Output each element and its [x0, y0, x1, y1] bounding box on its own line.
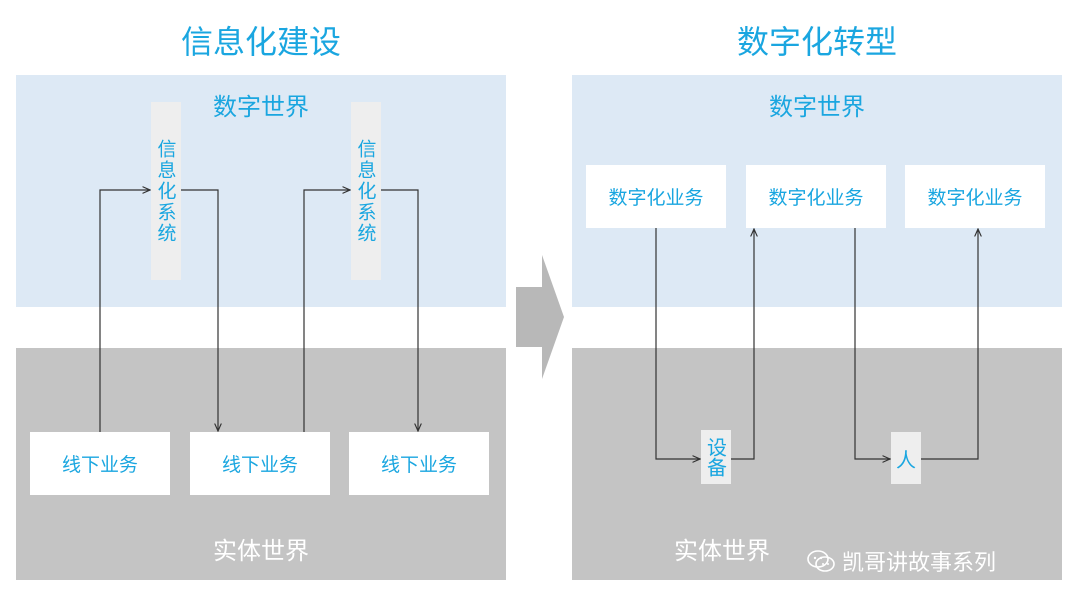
offline-business-1: 线下业务	[30, 432, 170, 495]
digital-business-1: 数字化业务	[586, 165, 726, 228]
left-digital-world-panel	[16, 75, 506, 307]
watermark: 凯哥讲故事系列	[806, 545, 996, 577]
digital-business-2: 数字化业务	[746, 165, 886, 228]
left-physical-world-label: 实体世界	[213, 537, 309, 565]
info-system-1: 信息化系统	[151, 102, 181, 280]
wechat-icon	[807, 550, 835, 572]
flow-device-to-business2	[731, 229, 754, 460]
flow-offline1-to-system1	[99, 190, 150, 432]
right-physical-world-panel	[572, 348, 1062, 580]
offline-business-3: 线下业务	[349, 432, 489, 495]
offline-business-2: 线下业务	[190, 432, 330, 495]
right-title: 数字化转型	[736, 23, 897, 61]
right-digital-world-label: 数字世界	[769, 93, 865, 121]
flow-system2-to-offline3	[381, 189, 418, 431]
flow-business2-to-person	[854, 228, 890, 459]
left-title: 信息化建设	[180, 23, 341, 61]
right-physical-world-label: 实体世界	[674, 537, 770, 565]
flow-business1-to-device	[655, 228, 700, 459]
left-digital-world-label: 数字世界	[213, 93, 309, 121]
flow-offline2-to-system2	[303, 190, 350, 432]
info-system-2: 信息化系统	[351, 102, 381, 280]
watermark-text: 凯哥讲故事系列	[842, 551, 997, 576]
device-node: 设备	[701, 430, 731, 484]
digital-business-3: 数字化业务	[905, 165, 1045, 228]
transition-arrow-icon	[516, 255, 564, 379]
person-node: 人	[891, 432, 921, 484]
flow-person-to-business3	[921, 229, 978, 460]
flow-system1-to-offline2	[181, 189, 218, 431]
